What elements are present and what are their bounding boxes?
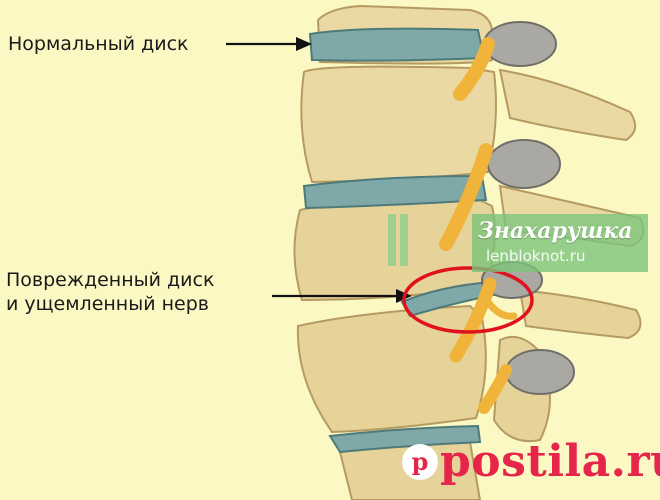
normal-disc-label: Нормальный диск: [8, 33, 189, 55]
nerve-roots: [439, 37, 518, 414]
brand-name: postila.ru: [440, 436, 660, 487]
pinched-nerve: [449, 277, 497, 363]
watermark-panel: [472, 214, 648, 272]
vertebra-2: [300, 65, 497, 184]
nerve-1: [453, 37, 495, 101]
nerve-4: [478, 364, 512, 414]
disc-lower: [328, 424, 482, 454]
watermark-site: lenbloknot.ru: [486, 247, 586, 265]
damaged-disc-label-line2: и ущемленный нерв: [6, 293, 209, 315]
watermark-title: Знахарушка: [478, 218, 633, 244]
process-3: [518, 288, 642, 340]
nerve-2: [439, 143, 493, 251]
vertebra-4: [296, 304, 487, 434]
nerve-branch: [484, 298, 518, 320]
pinterest-logo-icon: p: [402, 444, 438, 480]
discs: [302, 27, 500, 454]
facet-4: [505, 349, 575, 395]
highlight-ring-icon: [402, 266, 534, 334]
watermark-box: [388, 214, 648, 272]
disc-middle: [302, 174, 488, 210]
watermark-bar: [388, 214, 396, 266]
svg-text:p: p: [412, 447, 429, 476]
watermark-bar: [400, 214, 408, 266]
normal-disc: [308, 27, 486, 62]
facet-2: [487, 139, 561, 189]
process-1: [498, 68, 637, 142]
damaged-disc-label: Поврежденный диск и ущемленный нерв: [6, 268, 214, 316]
arrow-head-1: [296, 37, 312, 51]
damaged-disc-label-line1: Поврежденный диск: [6, 269, 215, 291]
